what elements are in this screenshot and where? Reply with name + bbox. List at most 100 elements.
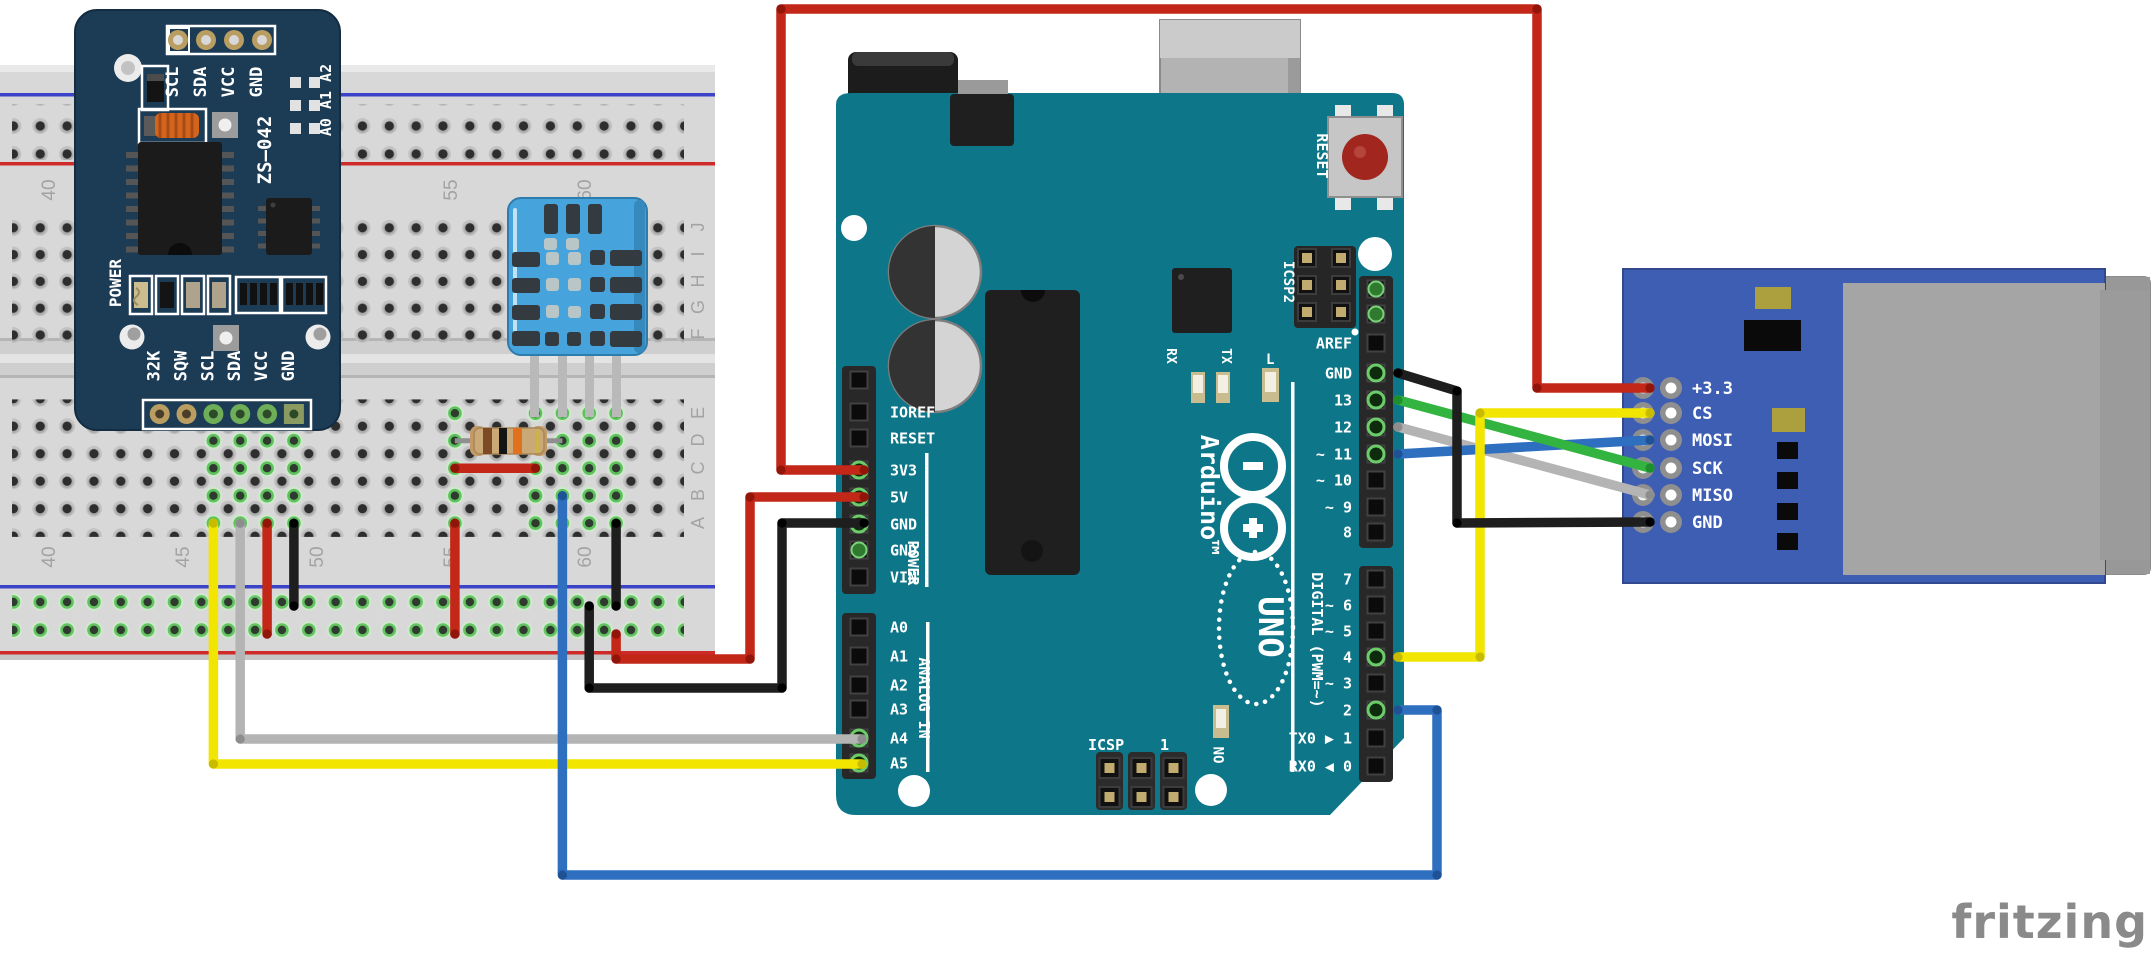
rtc-top-header[interactable] [168, 30, 272, 50]
digital-pin-label: ~ 6 [1325, 597, 1352, 615]
atmega328-chip[interactable] [985, 290, 1080, 575]
header-pin[interactable] [1366, 673, 1386, 693]
voltage-regulator [950, 94, 1014, 146]
header-pin[interactable] [849, 699, 869, 719]
header-pin[interactable] [849, 370, 869, 390]
rtc-bottom-pin-label: SQW [172, 350, 192, 381]
header-pin[interactable] [1366, 470, 1386, 490]
on-label: ON [1212, 747, 1228, 764]
dht11-leg [585, 355, 594, 417]
arduino-uno-board[interactable]: RESET [836, 19, 1404, 815]
reset-button-cap[interactable] [1342, 134, 1388, 180]
reset-label: RESET [1313, 133, 1331, 178]
breadboard-row-letter: A [688, 517, 708, 529]
wire-3v3-sd[interactable] [776, 4, 1655, 475]
wire-d11-mosi[interactable] [1393, 435, 1655, 459]
arduino-logo [1216, 433, 1296, 707]
power-section-label: POWER [904, 540, 922, 586]
header-pin[interactable] [849, 567, 869, 587]
rtc-bottom-pin-label: SDA [225, 351, 245, 382]
analog-pin-label: A1 [890, 648, 908, 666]
wire-d12-miso[interactable] [1393, 422, 1655, 500]
wire-d4-cs[interactable] [1393, 408, 1655, 662]
usb-interface-chip [1172, 268, 1232, 333]
header-pin[interactable] [1366, 595, 1386, 615]
pin-header[interactable] [842, 366, 876, 594]
dht11-sensor[interactable] [507, 197, 648, 417]
digital-pin-label: ~ 5 [1325, 623, 1352, 641]
rtc-eeprom-ic[interactable] [266, 198, 312, 255]
digital-pin-label: ~ 3 [1325, 675, 1352, 693]
rtc-bottom-pin-label: GND [279, 351, 299, 382]
rtc-bottom-pin-label: VCC [252, 351, 272, 382]
breadboard-column-number: 50 [307, 546, 328, 567]
digital-pin-label: 4 [1343, 649, 1352, 667]
rtc-bottom-header[interactable] [149, 404, 304, 424]
breadboard-row-letter: C [688, 462, 708, 475]
bottom-rail-blue-line [0, 585, 715, 589]
analog-pin-label: A5 [890, 755, 908, 773]
analog-pin-label: A4 [890, 730, 908, 748]
mounting-hole [1358, 237, 1392, 271]
digital-pin-label: ~ 10 [1316, 472, 1352, 490]
sd-pin-label: MOSI [1692, 431, 1733, 451]
header-pin[interactable] [849, 617, 869, 637]
breadboard-column-number: 40 [39, 546, 60, 567]
rx-label: RX [1163, 348, 1178, 364]
jumper-wires[interactable] [208, 4, 1655, 880]
wire-gnd-sd[interactable] [1393, 368, 1655, 528]
header-pin[interactable] [1366, 756, 1386, 776]
top-rail-red-line [0, 162, 715, 166]
digital-pin-label: 8 [1343, 524, 1352, 542]
rtc-bottom-pin-label: 32K [145, 350, 165, 381]
header-pin[interactable] [849, 402, 869, 422]
wire-d13-sck[interactable] [1393, 395, 1655, 473]
sd-pin-header[interactable] [1632, 377, 1682, 533]
header-pin[interactable] [849, 428, 869, 448]
header-pin[interactable] [1366, 333, 1386, 353]
bottom-rail-red-line [0, 651, 715, 655]
header-pin[interactable] [1366, 569, 1386, 589]
digital-pin-label: ~ 9 [1325, 499, 1352, 517]
breadboard-column-number: 40 [39, 179, 60, 200]
bottom-rail-holes[interactable] [12, 592, 684, 648]
sd-pin-label: MISO [1692, 486, 1733, 506]
breadboard-column-number: 45 [173, 546, 194, 567]
sd-pin-label: GND [1692, 513, 1723, 533]
eeprom-chip[interactable] [258, 198, 320, 255]
header-pin[interactable] [1366, 497, 1386, 517]
digital-pin-label: GND [1325, 365, 1352, 383]
header-pin[interactable] [1366, 522, 1386, 542]
rtc-main-ic[interactable] [138, 142, 222, 255]
rtc-top-pin-label: SDA [191, 67, 211, 98]
rtc-top-pin-label: SCL [163, 67, 183, 98]
rtc-top-pin-label: GND [247, 67, 267, 98]
digital-pin-label: AREF [1316, 335, 1352, 353]
sd-pin-label: SCK [1692, 459, 1723, 479]
header-pin[interactable] [1366, 728, 1386, 748]
header-pin[interactable] [849, 646, 869, 666]
connected-pin-ring [1366, 417, 1386, 437]
connected-pin-ring [1366, 444, 1386, 464]
digital-pin-label: 2 [1343, 702, 1352, 720]
dht11-leg [530, 355, 539, 417]
header-pin[interactable] [1366, 621, 1386, 641]
connected-pin [1367, 280, 1385, 298]
analog-pin-label: A3 [890, 701, 908, 719]
ds3231-ch-ip[interactable] [126, 142, 234, 255]
reset-button[interactable] [1327, 105, 1403, 210]
dht11-leg [558, 355, 567, 417]
analog-pin-label: A0 [890, 619, 908, 637]
header-pin[interactable] [849, 675, 869, 695]
rtc-bottom-pin-label: SCL [198, 351, 218, 382]
breadboard-column-number: 60 [575, 546, 596, 567]
connected-pin-ring [1366, 390, 1386, 410]
icsp-header[interactable] [1096, 752, 1187, 810]
breadboard-row-letter: D [688, 434, 708, 447]
mounting-hole [841, 215, 867, 241]
power-pin-label: VIN [890, 569, 917, 587]
connected-pin [850, 541, 868, 559]
digital-section-label: DIGITAL (PWM=~) [1308, 572, 1326, 707]
